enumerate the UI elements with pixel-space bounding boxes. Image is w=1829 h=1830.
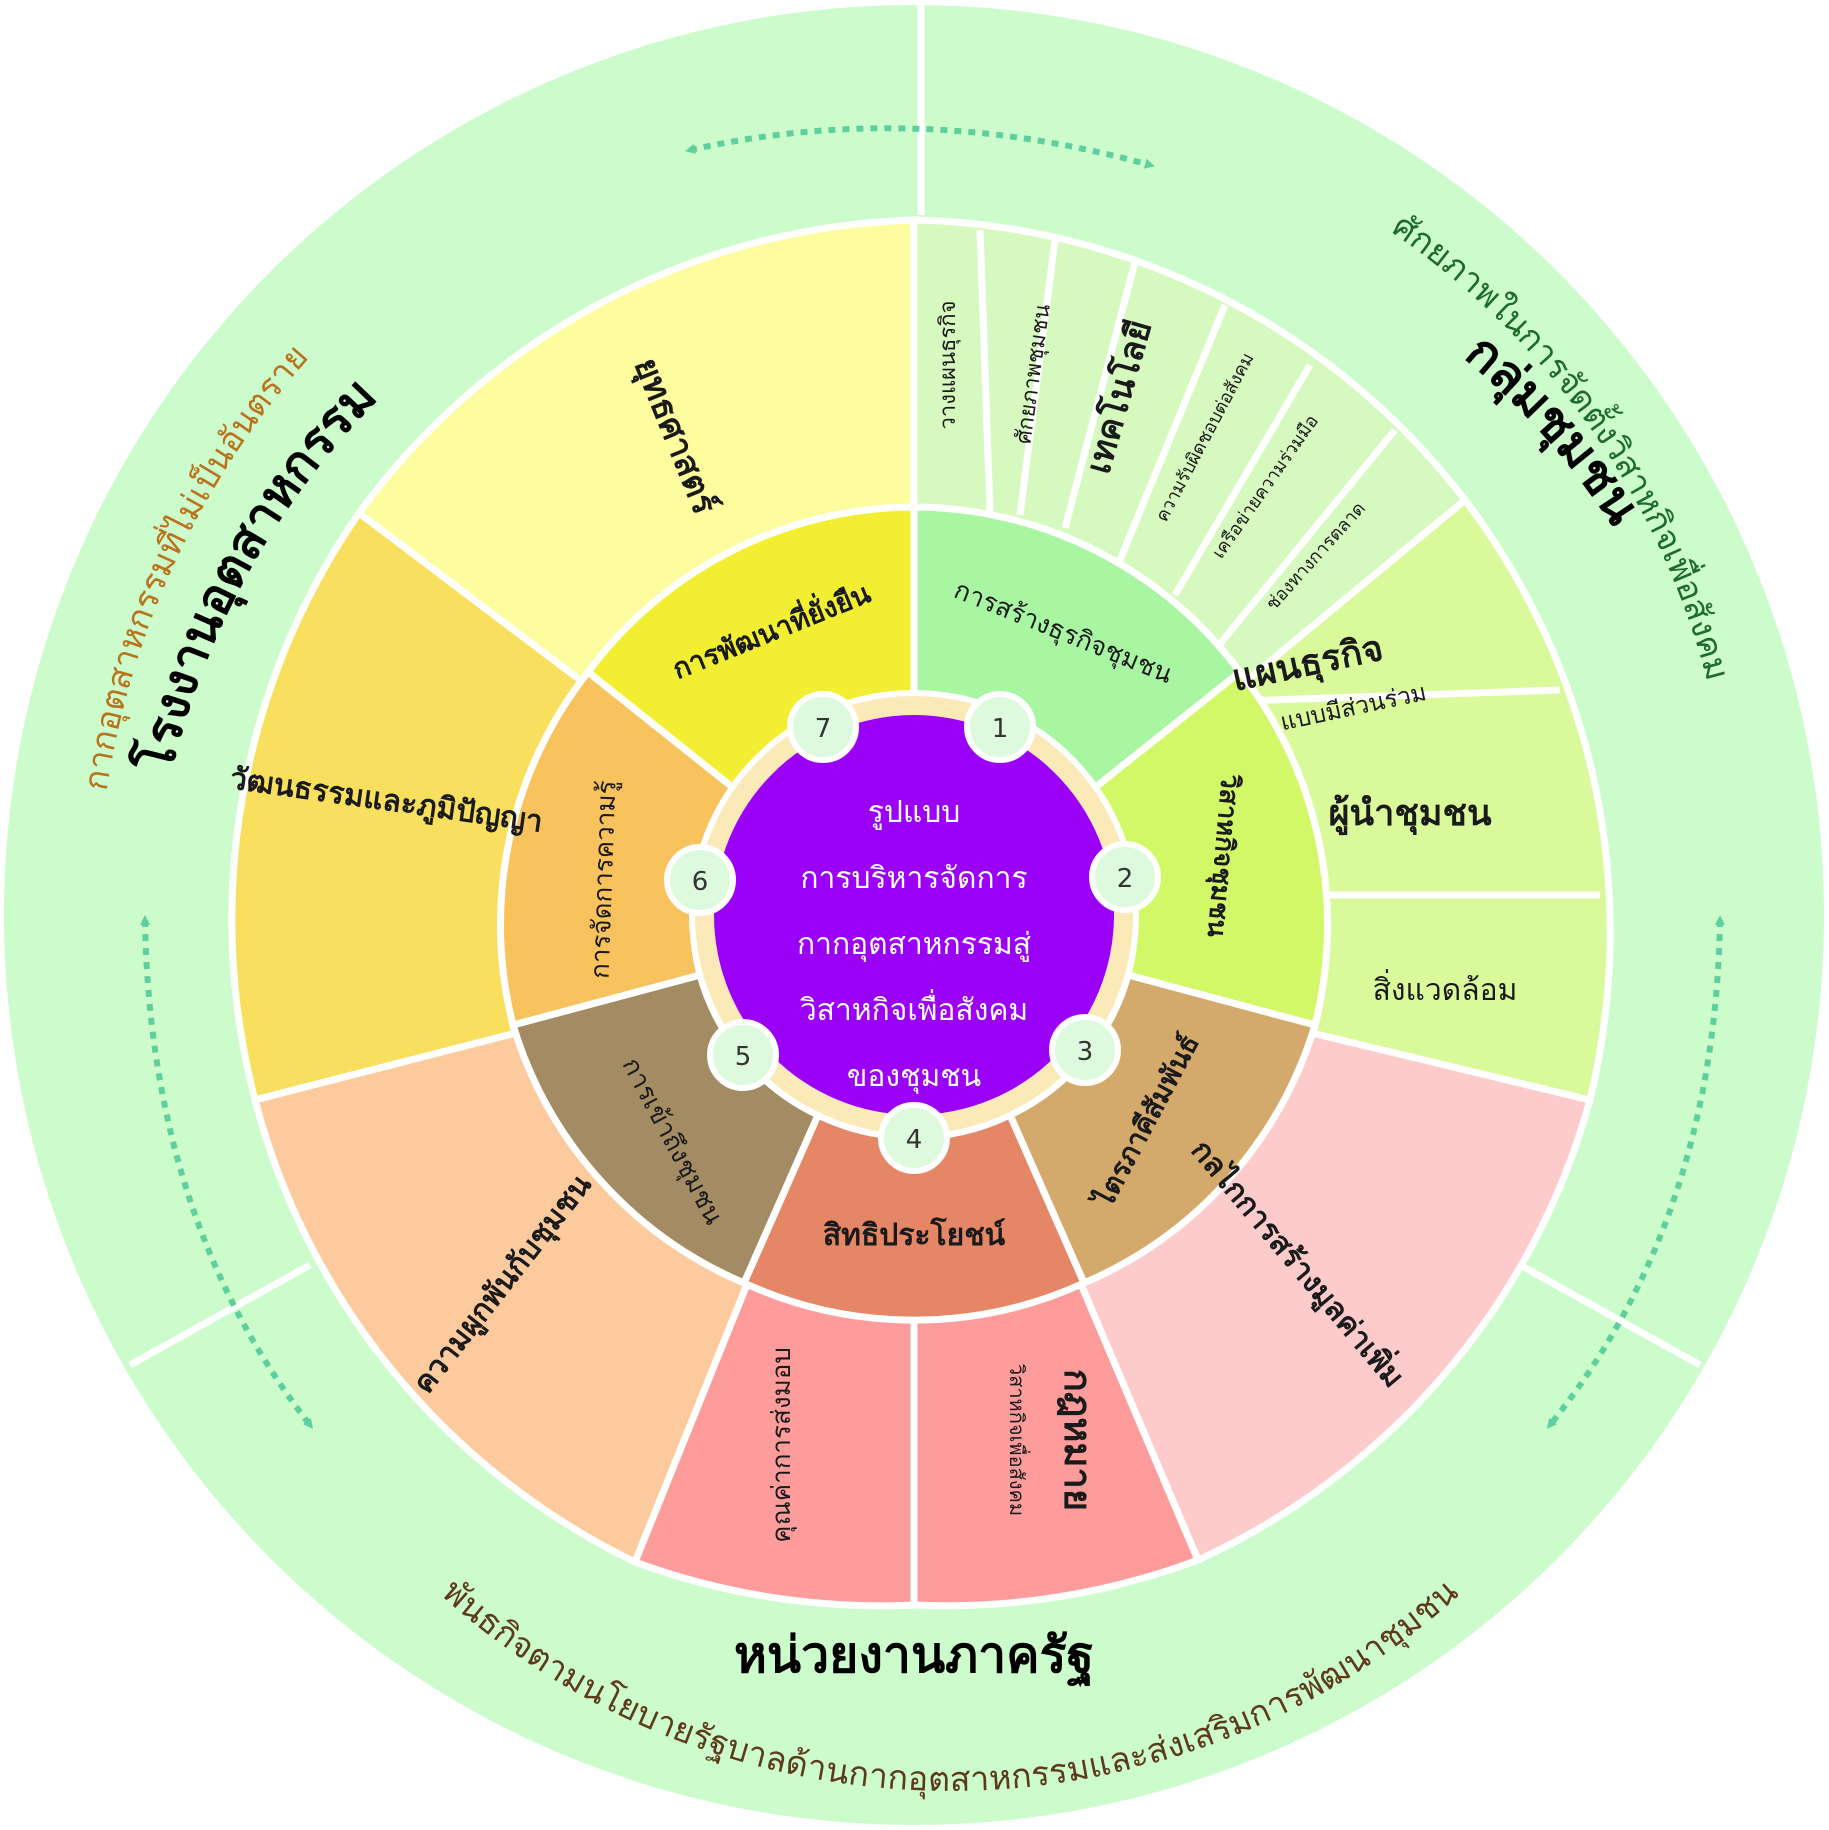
badge-6: 6	[664, 844, 736, 916]
center-line-5: ของชุมชน	[847, 1059, 981, 1095]
label-delivery: คุณค่าการส่งมอบ	[767, 1347, 797, 1543]
badge-5: 5	[707, 1019, 779, 1091]
badge-7: 7	[787, 691, 859, 763]
badge-1: 1	[964, 691, 1036, 763]
center-circle	[714, 715, 1114, 1115]
arrow-top	[685, 125, 1155, 169]
badge-3: 3	[1049, 1014, 1121, 1086]
label-environment: สิ่งแวดล้อม	[1373, 969, 1518, 1008]
label-law: กฎหมาย	[1056, 1369, 1100, 1511]
center-line-2: การบริหารจัดการ	[800, 861, 1027, 896]
badge-4: 4	[878, 1102, 950, 1174]
relation-arrows	[140, 125, 1725, 1429]
badge-2: 2	[1089, 841, 1161, 913]
inner-ring-segments	[496, 503, 1332, 1324]
label-law-sub: วิสาหกิจเพื่อสังคม	[1005, 1364, 1031, 1516]
arrow-left	[140, 915, 314, 1429]
inner-label-knowledge: การจัดการความรู้	[586, 780, 623, 979]
svg-text:2: 2	[1117, 864, 1134, 894]
svg-text:1: 1	[992, 714, 1009, 744]
label-community-leader: ผู้นำชุมชน	[1328, 793, 1492, 836]
svg-text:4: 4	[906, 1125, 923, 1155]
arrow-right	[1546, 915, 1725, 1429]
svg-text:7: 7	[815, 714, 832, 744]
inner-label-benefits: สิทธิประโยชน์	[823, 1216, 1006, 1253]
center-line-3: กากอุตสาหกรรมสู่	[797, 927, 1031, 963]
center-line-4: วิสาหกิจเพื่อสังคม	[800, 989, 1029, 1028]
center-text: รูปแบบ การบริหารจัดการ กากอุตสาหกรรมสู่ …	[797, 795, 1031, 1095]
center-line-1: รูปแบบ	[868, 795, 961, 830]
svg-text:6: 6	[692, 867, 709, 897]
svg-text:3: 3	[1077, 1037, 1094, 1067]
svg-text:5: 5	[735, 1042, 752, 1072]
government-title: หน่วยงานภาครัฐ	[734, 1626, 1094, 1687]
label-thin-1: วางแผนธุรกิจ	[936, 300, 961, 429]
number-badges: 1 2 3 4 5 6 7	[664, 691, 1161, 1174]
